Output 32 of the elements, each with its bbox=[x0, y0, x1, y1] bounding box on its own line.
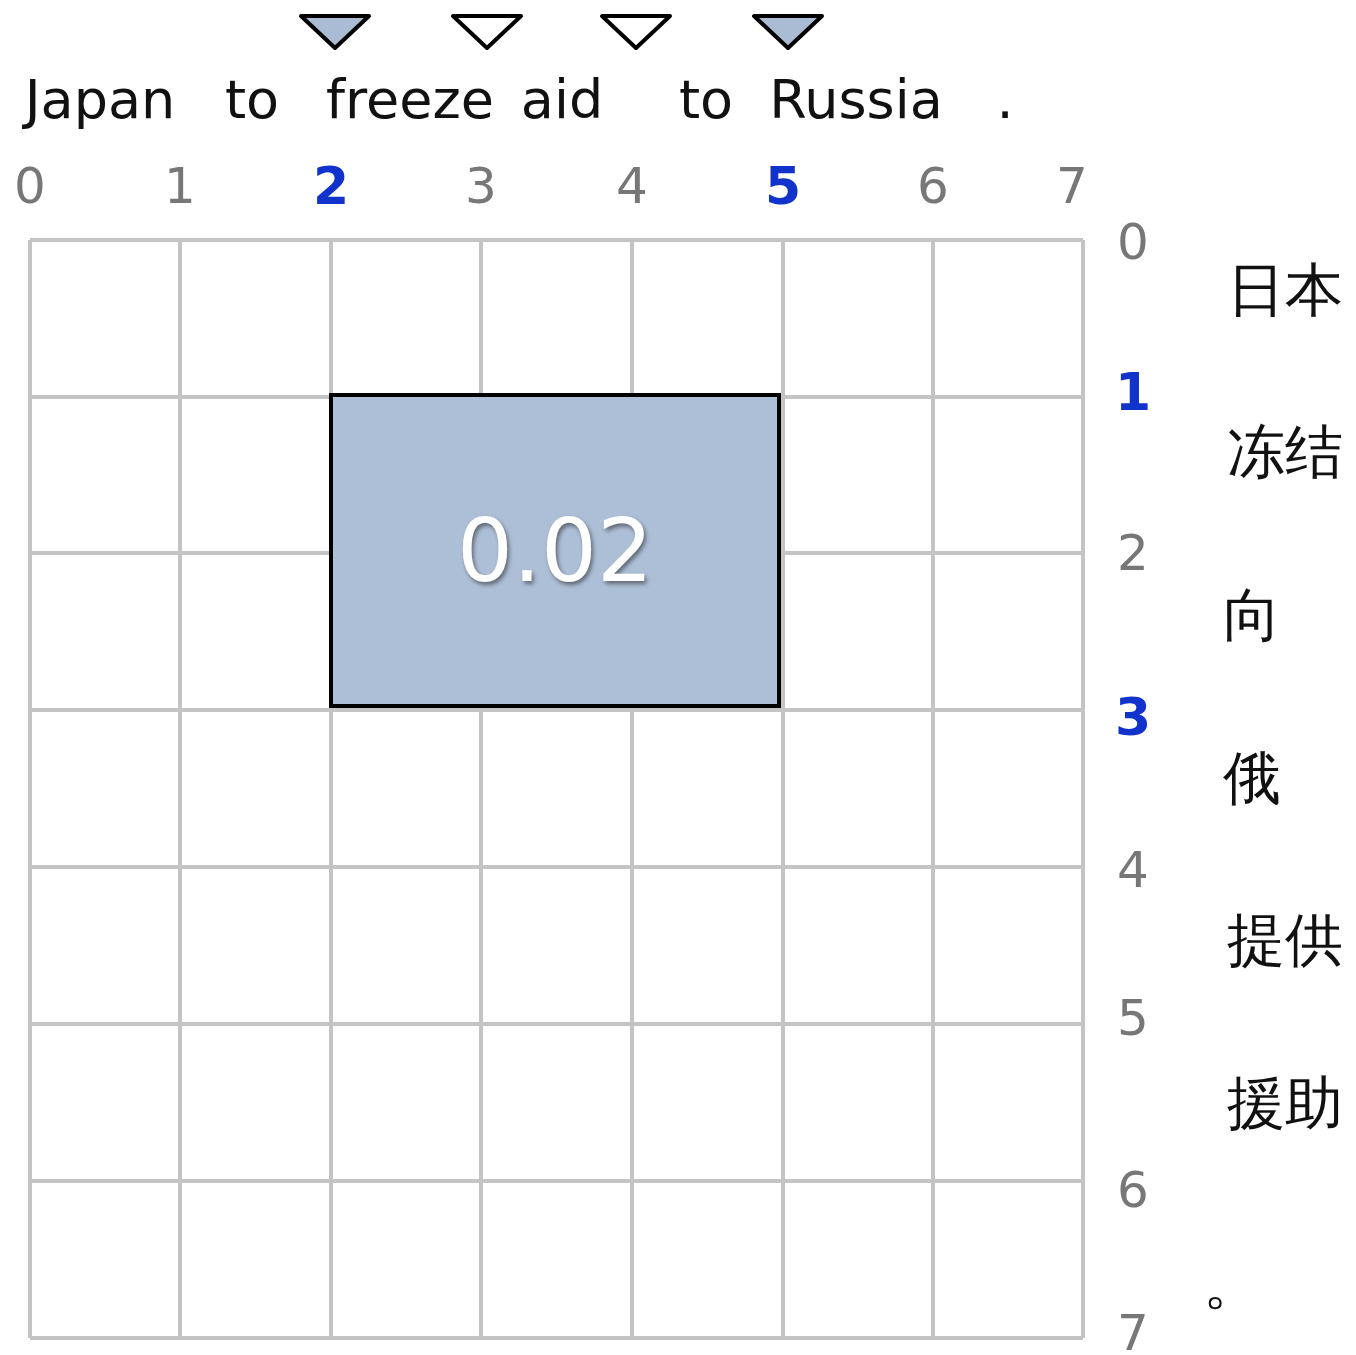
tick-label: 6 bbox=[1117, 1165, 1149, 1215]
word-label: 援助 bbox=[1227, 1074, 1343, 1132]
word-label: 日本 bbox=[1227, 261, 1343, 319]
word-label: freeze bbox=[326, 73, 494, 127]
tick-label: 7 bbox=[1056, 161, 1088, 211]
tick-label: 0 bbox=[1117, 217, 1149, 267]
word-label: Japan bbox=[24, 73, 176, 127]
word-label: 向 bbox=[1223, 586, 1281, 644]
tick-label: 5 bbox=[764, 160, 802, 212]
tick-label: 1 bbox=[164, 161, 196, 211]
tick-label: 4 bbox=[1117, 845, 1149, 895]
word-label: . bbox=[996, 73, 1014, 127]
tick-label: 0 bbox=[14, 161, 46, 211]
value-text: 0.02 bbox=[457, 506, 653, 595]
tick-label: 3 bbox=[465, 161, 497, 211]
tick-label: 3 bbox=[1114, 691, 1152, 743]
word-label: to bbox=[678, 73, 734, 127]
tick-label: 2 bbox=[1117, 528, 1149, 578]
word-label: 。 bbox=[1203, 1254, 1261, 1312]
word-label: 提供 bbox=[1227, 911, 1343, 969]
word-label: 俄 bbox=[1223, 749, 1281, 807]
tick-label: 7 bbox=[1117, 1308, 1149, 1355]
tick-label: 4 bbox=[616, 161, 648, 211]
tick-label: 1 bbox=[1114, 366, 1152, 418]
word-label: 冻结 bbox=[1227, 423, 1343, 481]
word-label: Russia bbox=[769, 73, 943, 127]
tick-label: 2 bbox=[312, 160, 350, 212]
tick-label: 6 bbox=[917, 161, 949, 211]
word-label: aid bbox=[520, 73, 604, 127]
highlight-box bbox=[329, 393, 781, 708]
word-label: to bbox=[224, 73, 280, 127]
tick-label: 5 bbox=[1117, 993, 1149, 1043]
